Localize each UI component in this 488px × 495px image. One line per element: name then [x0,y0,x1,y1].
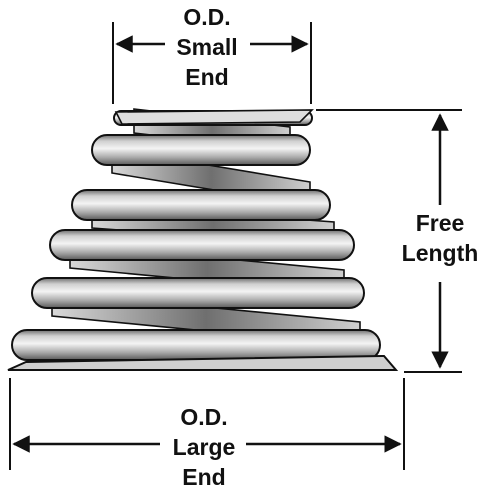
spring-coil [91,134,311,166]
free-line2: Length [401,240,479,266]
od-large-line3: End [182,464,226,490]
od-large-line2: Large [172,434,236,460]
spring-coil [31,277,365,309]
od-small-line3: End [185,64,229,90]
od-large-line1: O.D. [180,404,228,430]
spring-top-end [114,109,314,125]
od-large-end-label: O.D. Large End [160,402,248,492]
od-small-line2: Small [176,34,238,60]
spring-ground-end [7,354,399,371]
spring-front-coils [7,109,399,371]
od-small-line1: O.D. [183,4,231,30]
spring-coil [11,329,381,361]
free-length-label: Free Length [394,208,486,268]
spring-coil [71,189,331,221]
free-line1: Free [415,210,465,236]
od-small-end-label: O.D. Small End [162,2,252,92]
dimension-arrows [12,35,449,453]
dimension-lines [9,22,462,470]
spring-coil [49,229,355,261]
